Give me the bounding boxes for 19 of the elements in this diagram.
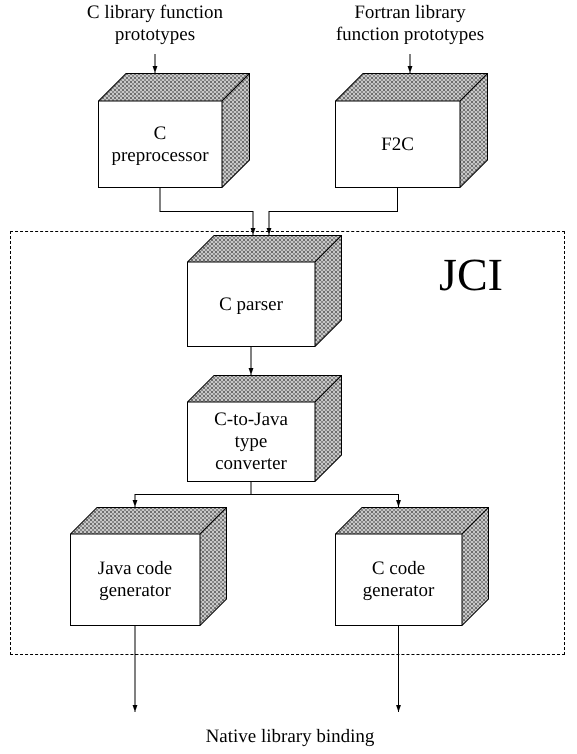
arrow: [248, 346, 254, 376]
arrow: [266, 188, 398, 236]
arrow: [408, 54, 412, 74]
arrow: [132, 626, 138, 712]
box-label: F2C: [380, 134, 415, 156]
region-label: JCI: [438, 250, 504, 300]
arrow: [396, 626, 401, 712]
box-label: C parser: [218, 294, 284, 316]
text-label: Native library binding: [204, 725, 376, 748]
dashed-region: [10, 231, 565, 655]
text-label: Fortran library function prototypes: [334, 2, 486, 46]
box-label: C preprocessor: [110, 122, 210, 166]
box-label: C code generator: [362, 558, 436, 602]
arrow: [250, 482, 401, 508]
box-label: Java code generator: [96, 558, 174, 602]
box-label: C-to-Java type converter: [213, 409, 289, 475]
arrow: [160, 188, 256, 236]
arrow: [152, 54, 158, 74]
text-label: C library function prototypes: [86, 2, 224, 46]
